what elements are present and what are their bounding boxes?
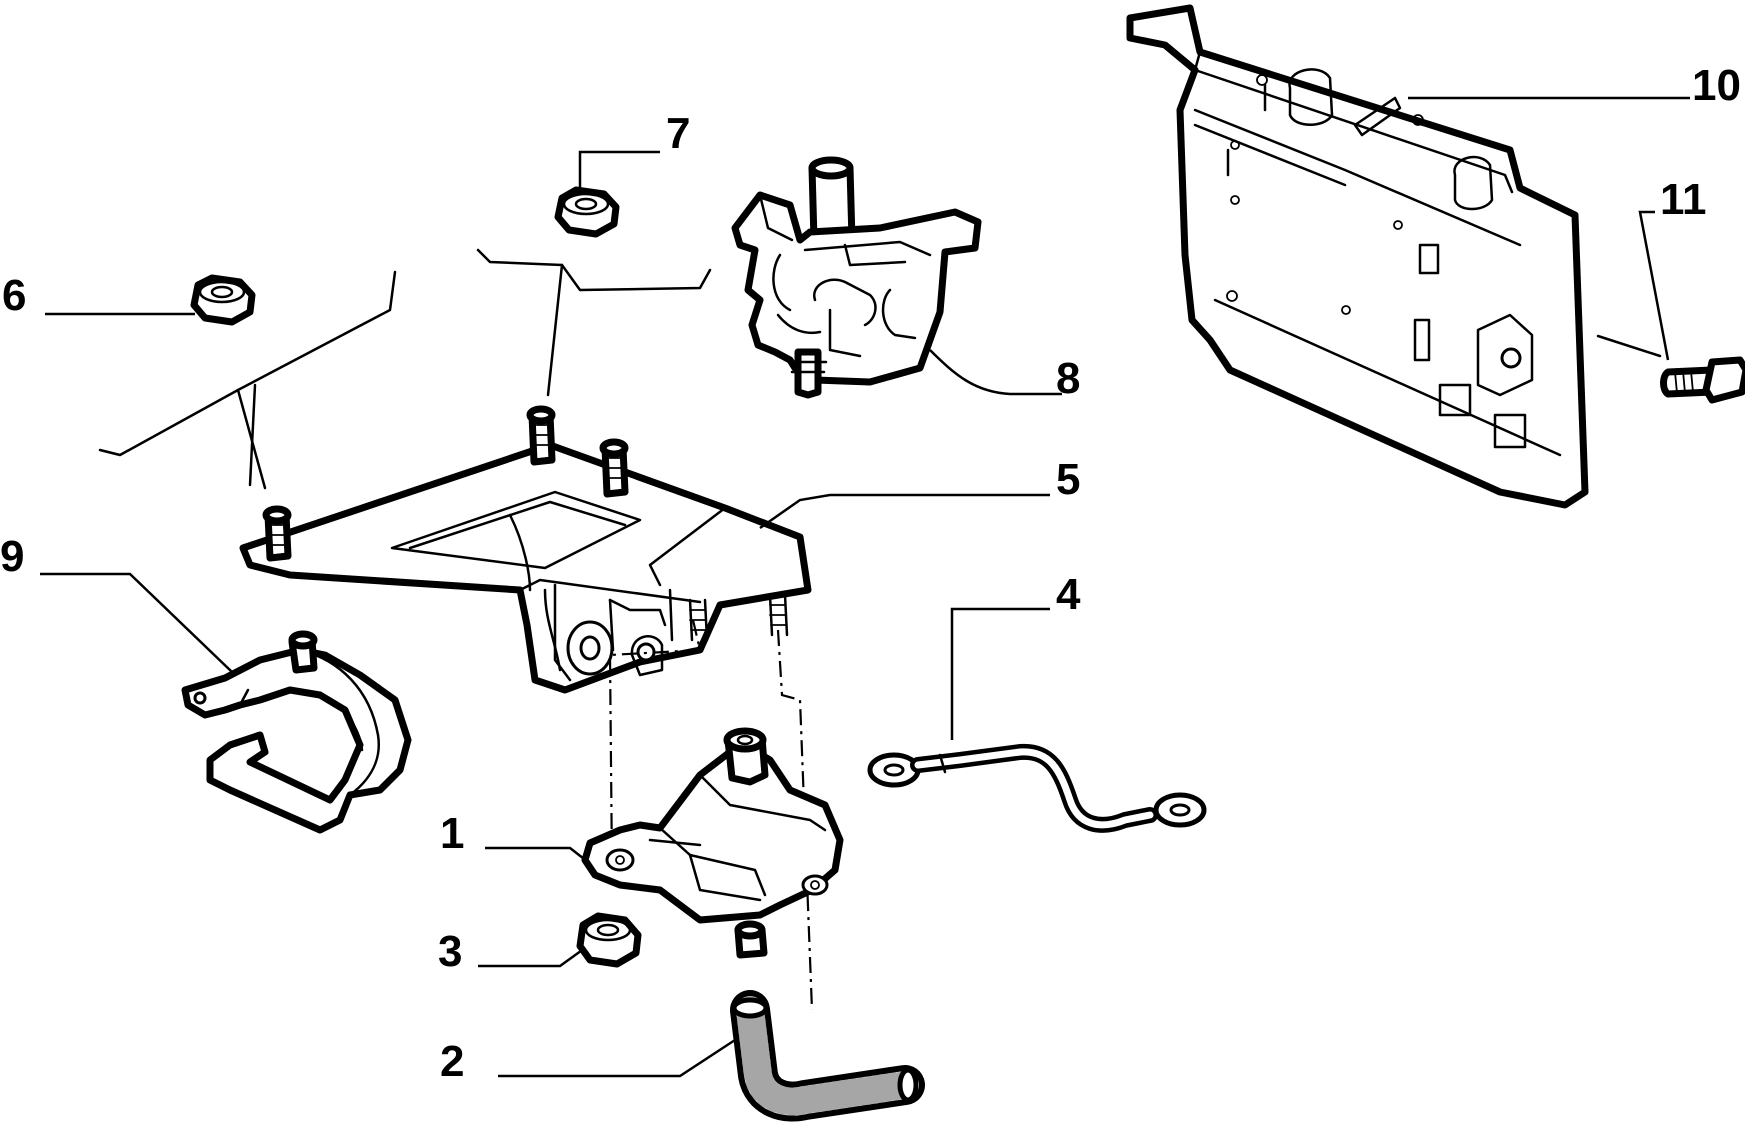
part-2-elbow-hose [498,990,925,1122]
callout-3: 3 [438,927,463,976]
part-10-mounting-plate [1126,4,1589,509]
leader-11 [1638,210,1670,361]
part-1-sensor-module [485,727,844,959]
callout-1: 1 [440,809,465,858]
assembly-lines [98,248,814,1011]
part-9-clamp [40,572,412,834]
part-11-bolt [1596,334,1745,404]
part-8-switch-assembly [731,156,1062,399]
part-7-nut [554,150,660,238]
callout-4: 4 [1056,570,1081,619]
callout-6: 6 [2,271,27,320]
callout-5: 5 [1056,455,1081,504]
part-6-nut [45,274,256,326]
callout-8: 8 [1056,354,1081,403]
part-3-nut [478,912,642,968]
part-4-ground-strap [867,607,1207,833]
callout-10: 10 [1692,61,1741,110]
part-5-bracket [239,405,1050,694]
callout-11: 11 [1660,175,1707,224]
callout-9: 9 [0,532,25,581]
callout-7: 7 [666,109,691,158]
callout-2: 2 [440,1037,465,1086]
